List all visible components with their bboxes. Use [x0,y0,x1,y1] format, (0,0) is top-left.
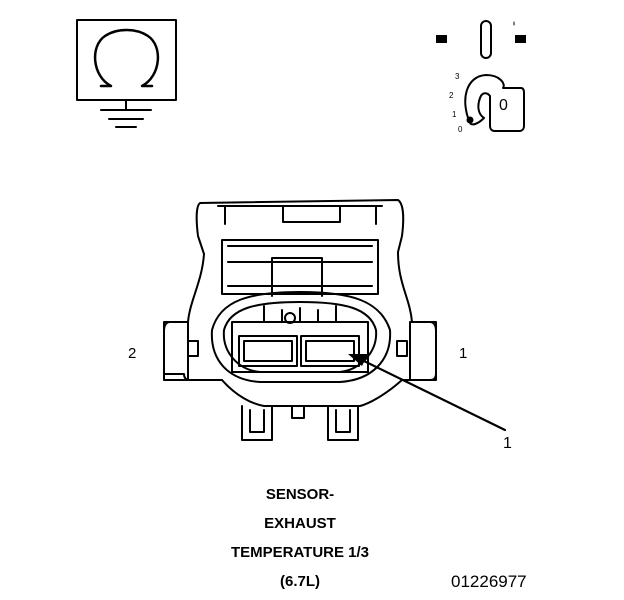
ignition-key-label: 0 [499,97,508,114]
caption-line-3: TEMPERATURE 1/3 [230,544,370,561]
ignition-position-2: 2 [449,91,454,100]
ignition-position-0: 0 [458,125,463,134]
pin-2-label: 2 [128,345,137,362]
callout-leader [348,354,507,432]
ignition-off-marker-right [515,35,526,43]
caption-line-2: EXHAUST [264,515,336,532]
pin-1-label: 1 [459,345,468,362]
caption-line-4: (6.7L) [279,573,320,590]
caption-line-1: SENSOR- [265,486,335,503]
ignition-off-marker-left [436,35,447,43]
ignition-position-1: 1 [452,110,457,119]
ohm-meter-icon [76,19,177,128]
ignition-position-dot [466,116,474,124]
connector-face [163,199,437,441]
ignition-position-3: 3 [455,72,460,81]
callout-1-label: 1 [503,435,512,452]
ignition-key-icon [436,20,526,132]
figure-id: 01226977 [451,572,527,591]
callout-arrowhead [348,354,368,366]
